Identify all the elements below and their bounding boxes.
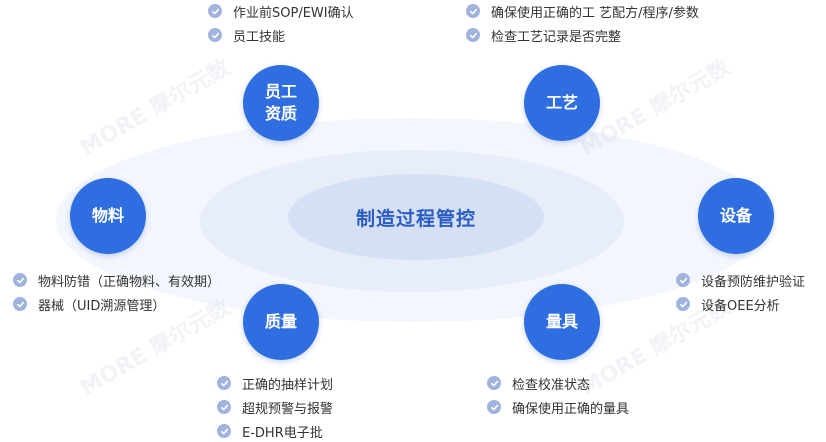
checklist-item-label: 设备预防维护验证 xyxy=(701,274,806,290)
checklist-item-label: 检查校准状态 xyxy=(512,377,591,393)
checklist-item: 确保使用正确的工 艺配方/程序/参数 xyxy=(466,0,699,23)
checklist-item: 员工技能 xyxy=(208,23,354,47)
check-icon xyxy=(466,28,480,42)
checklist-item: 正确的抽样计划 xyxy=(217,371,333,395)
check-icon xyxy=(676,297,690,311)
checklist-item-label: 物料防错（正确物料、有效期） xyxy=(38,274,221,290)
checklist-item-label: E-DHR电子批 xyxy=(242,425,323,441)
checklist-item: 设备预防维护验证 xyxy=(676,268,805,292)
checklist-item: 确保使用正确的量具 xyxy=(487,395,629,419)
checklist-item: 作业前SOP/EWI确认 xyxy=(208,0,354,23)
check-icon xyxy=(208,4,222,18)
checklist-item: E-DHR电子批 xyxy=(217,419,333,442)
process-checklist: 确保使用正确的工 艺配方/程序/参数检查工艺记录是否完整 xyxy=(466,0,699,47)
checklist-item: 检查校准状态 xyxy=(487,371,629,395)
node-personnel: 员工 资质 xyxy=(243,65,319,141)
personnel-checklist: 作业前SOP/EWI确认员工技能 xyxy=(208,0,354,47)
check-icon xyxy=(217,376,231,390)
checklist-item-label: 确保使用正确的量具 xyxy=(512,401,630,417)
node-measurement: 量具 xyxy=(524,284,600,360)
measurement-checklist: 检查校准状态确保使用正确的量具 xyxy=(487,371,629,419)
node-equipment-label: 设备 xyxy=(719,206,752,225)
node-process-label: 工艺 xyxy=(545,93,578,112)
checklist-item-label: 设备OEE分析 xyxy=(701,298,780,314)
node-equipment: 设备 xyxy=(698,178,774,254)
inner-ellipse xyxy=(288,174,544,260)
equipment-checklist: 设备预防维护验证设备OEE分析 xyxy=(676,268,805,316)
material-checklist: 物料防错（正确物料、有效期） 器械（UID溯源管理） xyxy=(13,268,220,316)
node-quality-label: 质量 xyxy=(264,312,297,331)
node-material-label: 物料 xyxy=(91,206,124,225)
node-quality: 质量 xyxy=(243,284,319,360)
quality-checklist: 正确的抽样计划超规预警与报警 E-DHR电子批 xyxy=(217,371,333,442)
checklist-item: 超规预警与报警 xyxy=(217,395,333,419)
checklist-item-label: 作业前SOP/EWI确认 xyxy=(233,5,354,21)
checklist-item: 设备OEE分析 xyxy=(676,292,805,316)
check-icon xyxy=(676,273,690,287)
checklist-item-label: 超规预警与报警 xyxy=(242,401,334,417)
check-icon xyxy=(217,400,231,414)
check-icon xyxy=(487,400,501,414)
check-icon xyxy=(13,297,27,311)
center-title: 制造过程管控 xyxy=(355,207,476,230)
checklist-item-label: 正确的抽样计划 xyxy=(242,377,334,393)
check-icon xyxy=(208,28,222,42)
checklist-item-label: 员工技能 xyxy=(233,29,286,45)
checklist-item-label: 器械（UID溯源管理） xyxy=(38,298,166,314)
check-icon xyxy=(487,376,501,390)
checklist-item: 器械（UID溯源管理） xyxy=(13,292,220,316)
checklist-item: 物料防错（正确物料、有效期） xyxy=(13,268,220,292)
check-icon xyxy=(466,4,480,18)
checklist-item: 检查工艺记录是否完整 xyxy=(466,23,699,47)
node-process: 工艺 xyxy=(524,65,600,141)
node-measurement-label: 量具 xyxy=(545,312,578,331)
node-personnel-label: 员工 资质 xyxy=(264,82,297,123)
checklist-item-label: 确保使用正确的工 艺配方/程序/参数 xyxy=(491,5,699,21)
node-material: 物料 xyxy=(70,178,146,254)
check-icon xyxy=(13,273,27,287)
check-icon xyxy=(217,424,231,438)
checklist-item-label: 检查工艺记录是否完整 xyxy=(491,29,622,45)
